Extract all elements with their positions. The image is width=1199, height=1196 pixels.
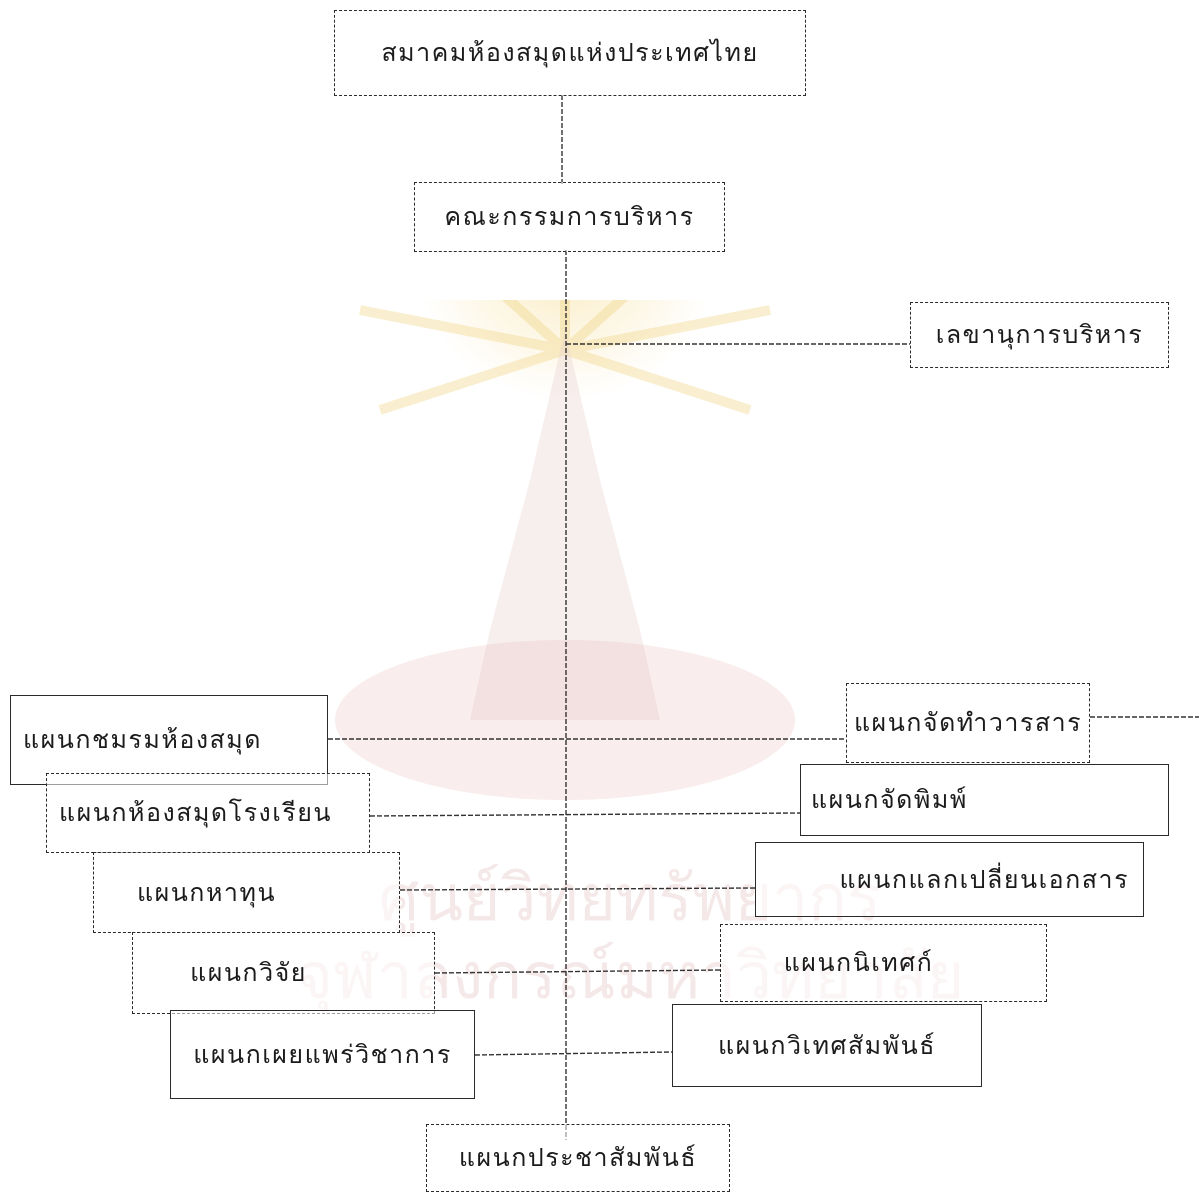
left-dept-3-box: แผนกหาทุน: [93, 852, 400, 933]
right-dept-3-box: แผนกแลกเปลี่ยนเอกสาร: [755, 842, 1144, 917]
secretary-label: เลขานุการบริหาร: [935, 320, 1144, 349]
left-dept-2-box: แผนกห้องสมุดโรงเรียน: [46, 773, 370, 853]
left-dept-4-label: แผนกวิจัย: [190, 958, 307, 987]
right-dept-4-box: แผนกนิเทศก์: [720, 924, 1047, 1002]
committee-box: คณะกรรมการบริหาร: [414, 182, 725, 252]
root-label: สมาคมห้องสมุดแห่งประเทศไทย: [381, 38, 759, 67]
right-dept-1-box: แผนกจัดทำวารสาร: [846, 683, 1090, 763]
secretary-box: เลขานุการบริหาร: [910, 302, 1169, 368]
right-dept-4-label: แผนกนิเทศก์: [783, 948, 934, 977]
left-dept-1-label: แผนกชมรมห้องสมุด: [23, 725, 263, 754]
root-box: สมาคมห้องสมุดแห่งประเทศไทย: [334, 10, 806, 96]
left-dept-2-label: แผนกห้องสมุดโรงเรียน: [59, 798, 332, 827]
right-dept-5-box: แผนกวิเทศสัมพันธ์: [672, 1004, 982, 1087]
right-dept-5-label: แผนกวิเทศสัมพันธ์: [718, 1030, 936, 1060]
bottom-dept-label: แผนกประชาสัมพันธ์: [458, 1143, 698, 1172]
right-dept-2-box: แผนกจัดพิมพ์: [800, 764, 1169, 836]
left-dept-4-box: แผนกวิจัย: [132, 932, 435, 1014]
right-dept-3-label: แผนกแลกเปลี่ยนเอกสาร: [839, 864, 1129, 894]
right-dept-1-label: แผนกจัดทำวารสาร: [853, 708, 1083, 737]
committee-label: คณะกรรมการบริหาร: [444, 202, 695, 231]
left-dept-5-box: แผนกเผยแพร่วิชาการ: [170, 1010, 475, 1099]
left-dept-5-label: แผนกเผยแพร่วิชาการ: [193, 1039, 452, 1069]
right-dept-2-label: แผนกจัดพิมพ์: [811, 785, 968, 814]
left-dept-1-box: แผนกชมรมห้องสมุด: [10, 695, 328, 785]
left-dept-3-label: แผนกหาทุน: [136, 877, 277, 907]
bottom-dept-box: แผนกประชาสัมพันธ์: [426, 1124, 730, 1192]
